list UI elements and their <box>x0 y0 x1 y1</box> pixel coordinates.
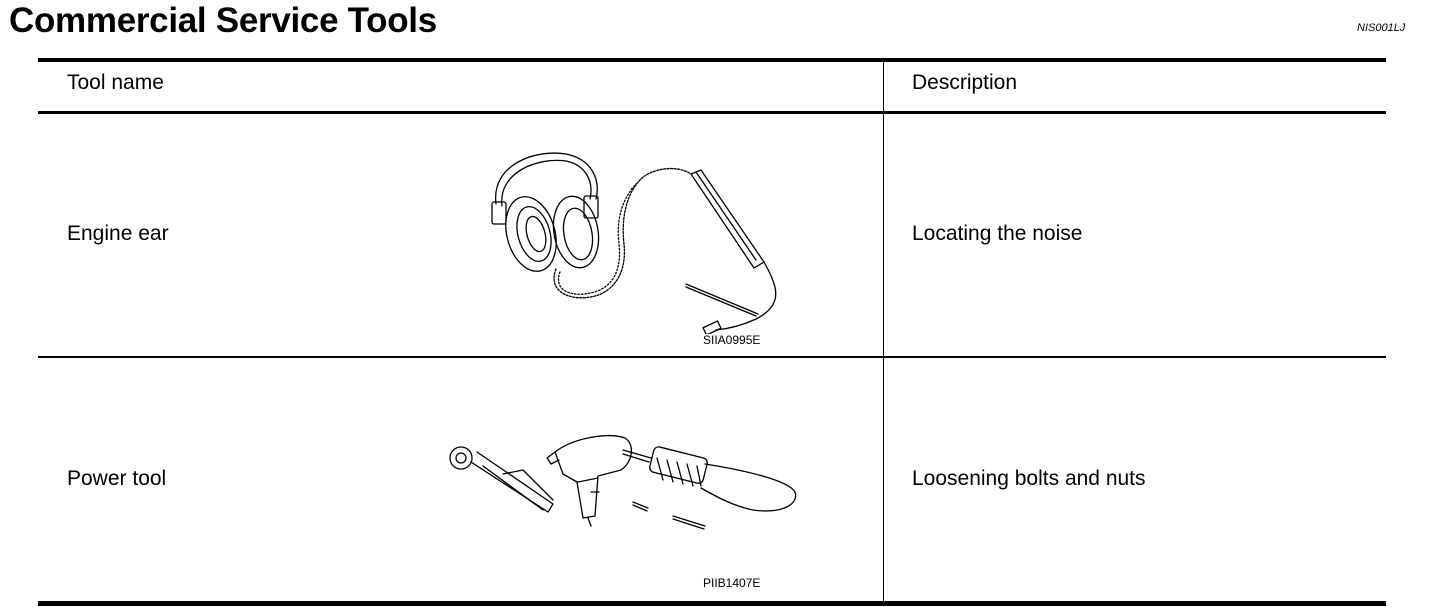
row-engine-ear-description: Locating the noise <box>912 222 1083 245</box>
row-engine-ear-name: Engine ear <box>67 222 169 245</box>
column-divider <box>883 58 884 606</box>
row-power-tool-name: Power tool <box>67 467 167 490</box>
service-tools-table: Tool name Description Engine ear Locatin… <box>38 58 1386 606</box>
row-power-tool-description: Loosening bolts and nuts <box>912 467 1146 490</box>
power-tool-figure-code: PIIB1407E <box>703 576 761 590</box>
row-separator <box>38 356 1386 358</box>
document-id: NIS001LJ <box>1357 22 1406 34</box>
power-tool-set-icon <box>449 435 797 530</box>
header-bottom-rule <box>38 111 1386 114</box>
table-top-rule <box>38 58 1386 62</box>
header-tool-name: Tool name <box>67 71 164 94</box>
page-title: Commercial Service Tools <box>9 1 437 40</box>
engine-ear-figure-code: SIIA0995E <box>703 333 761 347</box>
table-bottom-rule <box>38 601 1386 606</box>
header-description: Description <box>912 71 1018 94</box>
engine-ear-headset-icon <box>491 152 777 334</box>
